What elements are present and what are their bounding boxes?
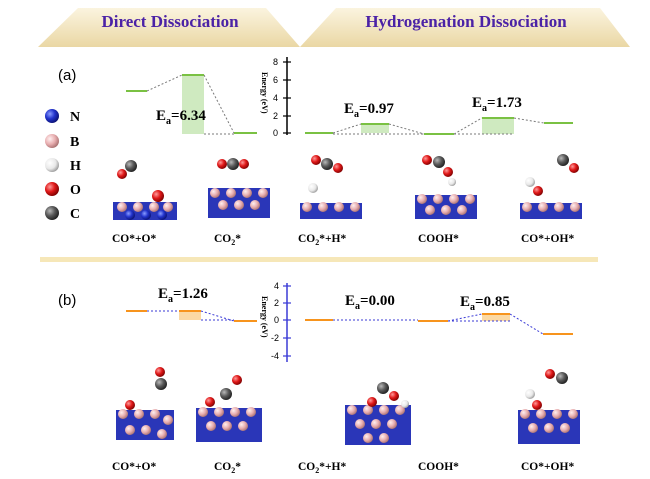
ea-symbol: E: [156, 108, 166, 124]
structure-b-co-o: [116, 367, 174, 440]
species-label-a-3: CO2*+H*: [298, 233, 346, 247]
structure-a-cooh: [415, 155, 477, 219]
ea-value: =1.73: [487, 95, 522, 111]
legend-n-swatch: [45, 109, 59, 123]
species-label-b-3: CO2*+H*: [298, 461, 346, 475]
ea-value: =0.97: [359, 101, 394, 117]
species-label-b-1: CO*+O*: [112, 461, 156, 473]
energy-axis-b: 4 2 0 -2 -4 Energy (eV): [260, 281, 291, 362]
connector: [200, 310, 235, 322]
axis-a-tick: 0: [273, 128, 278, 138]
structure-a-co-o: [113, 160, 177, 220]
species-label-b-4: COOH*: [418, 461, 459, 473]
axis-b-tick: -2: [271, 333, 279, 343]
axis-a-tick: 6: [273, 75, 278, 85]
axis-b-title: Energy (eV): [260, 296, 269, 338]
ea-symbol: E: [345, 293, 355, 309]
ea-value: =0.00: [360, 293, 395, 309]
barrier-label-a-1: Ea=6.34: [156, 108, 206, 127]
atom-legend: N B H O C: [45, 109, 81, 222]
species-label-a-1: CO*+O*: [112, 233, 156, 245]
ea-sub: a: [482, 103, 487, 114]
connector: [146, 74, 183, 92]
panel-divider: [40, 257, 598, 262]
ea-symbol: E: [158, 286, 168, 302]
ea-symbol: E: [460, 294, 470, 310]
ea-value: =1.26: [173, 286, 208, 302]
ea-sub: a: [470, 302, 475, 313]
ea-symbol: E: [472, 95, 482, 111]
panel-a-energy-profile: Ea=6.34 Ea=0.97 Ea=1.73 8 6 4 2 0 Energy…: [126, 57, 573, 138]
species-label-a-4: COOH*: [418, 233, 459, 245]
species-label-a-2: CO2*: [214, 233, 241, 247]
energy-axis-a: 8 6 4 2 0 Energy (eV): [260, 57, 291, 138]
ea-value: =0.85: [475, 294, 510, 310]
ea-sub: a: [168, 294, 173, 305]
structure-b-co-oh: [518, 369, 580, 444]
legend-o-swatch: [45, 182, 59, 196]
barrier-fill-h2-a: [482, 118, 514, 134]
barrier-label-b-1: Ea=1.26: [158, 286, 208, 305]
panel-b-energy-profile: Ea=1.26 Ea=0.00 Ea=0.85 4 2 0 -2 -4 Ener…: [126, 281, 573, 362]
legend-h-swatch: [45, 158, 59, 172]
ea-sub: a: [166, 116, 171, 127]
barrier-label-b-2: Ea=0.00: [345, 293, 395, 312]
connector: [388, 123, 425, 135]
barrier-label-a-3: Ea=1.73: [472, 95, 522, 114]
species-label-a-5: CO*+OH*: [521, 233, 574, 245]
barrier-label-a-2: Ea=0.97: [344, 101, 394, 120]
structure-a-co2-h: [300, 155, 362, 219]
panel-a-label: (a): [58, 67, 76, 84]
legend-c-swatch: [45, 206, 59, 220]
axis-a-tick: 8: [273, 57, 278, 67]
barrier-fill-h2-b: [482, 314, 510, 321]
connector: [447, 313, 483, 322]
header-band-right: [300, 8, 630, 47]
axis-b-tick: -4: [271, 351, 279, 361]
ea-sub: a: [354, 109, 359, 120]
legend-c-label: C: [70, 207, 80, 222]
connector: [453, 117, 483, 135]
species-label-b-2: CO2*: [214, 461, 241, 475]
panel-b-label: (b): [58, 292, 76, 309]
barrier-fill-h1-a: [361, 124, 389, 133]
structure-a-co-oh: [520, 154, 582, 219]
structure-a-co2: [208, 158, 270, 218]
legend-o-label: O: [70, 183, 81, 198]
ea-sub: a: [355, 301, 360, 312]
legend-b-label: B: [70, 135, 79, 150]
legend-b-swatch: [45, 134, 59, 148]
barrier-label-b-3: Ea=0.85: [460, 294, 510, 313]
axis-a-tick: 2: [273, 111, 278, 121]
ea-value: =6.34: [171, 108, 206, 124]
legend-h-label: H: [70, 159, 81, 174]
legend-n-label: N: [70, 110, 80, 125]
header-title-right: Hydrogenation Dissociation: [365, 12, 567, 31]
connector: [203, 74, 235, 134]
barrier-fill-direct-a: [182, 75, 204, 134]
connector: [332, 123, 362, 134]
connector: [509, 313, 544, 335]
axis-a-tick: 4: [273, 93, 278, 103]
axis-b-tick: 0: [274, 315, 279, 325]
header-band-left: [38, 8, 300, 47]
axis-b-tick: 4: [274, 281, 279, 291]
connector: [513, 117, 545, 124]
header-title-left: Direct Dissociation: [101, 12, 239, 31]
barrier-fill-direct-b: [179, 311, 201, 320]
species-label-b-5: CO*+OH*: [521, 461, 574, 473]
ea-symbol: E: [344, 101, 354, 117]
axis-a-title: Energy (eV): [260, 72, 269, 114]
structure-b-co2-h: [345, 382, 411, 445]
axis-b-tick: 2: [274, 298, 279, 308]
structure-b-co2: [196, 375, 262, 442]
